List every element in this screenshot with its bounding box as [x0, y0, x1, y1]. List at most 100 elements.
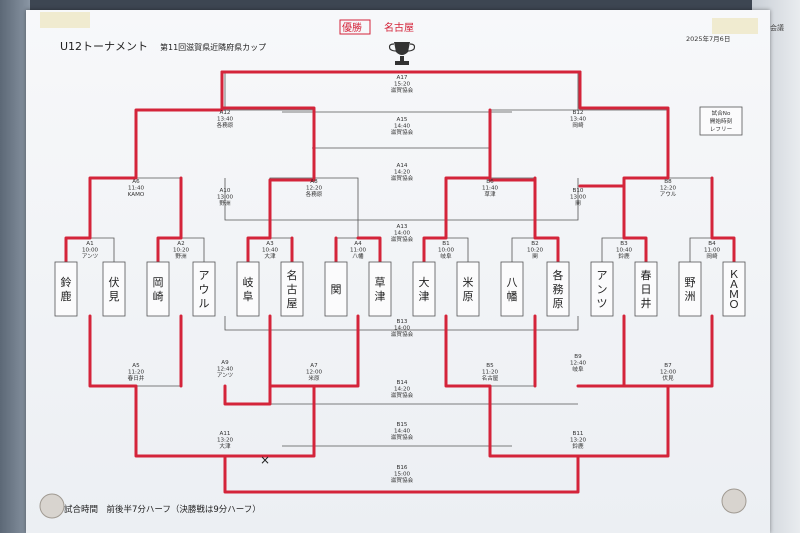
match-referee: 各務原	[217, 121, 234, 129]
team-name-char: ル	[199, 297, 210, 310]
match-number: B14	[397, 380, 408, 386]
match-start-time: 11:40	[128, 186, 145, 192]
team-name-char: 八	[507, 276, 518, 289]
match-start-time: 15:20	[394, 82, 411, 88]
match-start-time: 14:00	[394, 326, 411, 332]
team-box: 草津	[368, 261, 392, 317]
team-name-char: ツ	[597, 297, 608, 310]
match-start-time: 11:20	[482, 370, 499, 376]
page-subtitle: 第11回滋賀県近隣府県カップ	[160, 42, 266, 52]
tape-right	[712, 18, 758, 34]
match-referee: 岐阜	[440, 252, 452, 260]
match-number: A14	[397, 163, 408, 169]
legend-referee: レフリー	[710, 126, 733, 133]
match-number: A2	[177, 241, 184, 247]
match-start-time: 12:40	[570, 361, 587, 367]
match-number: B4	[708, 241, 716, 247]
match-number: B7	[664, 363, 672, 369]
team-name-char: 岡	[153, 276, 164, 289]
team-name-char: 井	[641, 296, 652, 310]
match-start-time: 14:40	[394, 429, 411, 435]
team-name-char: 崎	[153, 289, 164, 303]
team-name-char: 屋	[287, 297, 298, 310]
match-referee: 各務原	[306, 190, 323, 198]
match-number: A13	[397, 224, 408, 230]
match-referee: アウル	[660, 190, 677, 198]
team-box: 春日井	[634, 261, 658, 317]
match-number: B15	[397, 422, 408, 428]
team-name-char: Ｋ	[729, 268, 740, 281]
match-referee: 滋賀協会	[391, 174, 414, 182]
match-referee: 八幡	[352, 252, 364, 260]
magnet-left	[39, 493, 65, 519]
team-name-char: 鈴	[61, 275, 72, 289]
match-referee: 野洲	[219, 199, 231, 207]
team-box: 米原	[456, 261, 480, 317]
footer-note: 試合時間 前後半7分ハーフ（決勝戦は9分ハーフ）	[64, 504, 261, 515]
team-name-char: Ａ	[729, 278, 740, 291]
team-name-char: ン	[597, 283, 608, 296]
match-number: A4	[354, 241, 362, 247]
magnet-right	[721, 488, 747, 514]
trophy-icon	[388, 42, 416, 65]
cross-mark-icon: ×	[260, 453, 270, 467]
team-name-char: 幡	[507, 289, 518, 303]
match-start-time: 15:00	[394, 472, 411, 478]
match-start-time: 10:00	[82, 248, 99, 254]
match-number: B10	[573, 188, 584, 194]
team-name-char: 原	[553, 297, 564, 310]
team-name-char: ア	[199, 269, 210, 282]
match-referee: 鈴鹿	[618, 252, 630, 260]
match-referee: 滋賀協会	[391, 476, 414, 484]
team-name-char: 日	[641, 283, 652, 296]
match-start-time: 10:20	[527, 248, 544, 254]
legend-start-time: 開始時刻	[710, 117, 733, 125]
match-referee: 滋賀協会	[391, 235, 414, 243]
match-start-time: 12:00	[660, 370, 677, 376]
date-label: 2025年7月6日	[686, 34, 730, 43]
match-number: B3	[620, 241, 628, 247]
match-number: B11	[573, 431, 584, 437]
match-number: A5	[132, 363, 140, 369]
team-name-char: 岐	[243, 276, 254, 289]
match-start-time: 10:40	[262, 248, 279, 254]
match-referee: 野洲	[175, 252, 187, 260]
match-start-time: 13:20	[217, 438, 234, 444]
match-number: B8	[664, 179, 672, 185]
match-number: A12	[220, 110, 231, 116]
match-number: B16	[397, 465, 408, 471]
team-name-char: 名	[287, 268, 298, 282]
match-referee: 岐阜	[572, 365, 584, 373]
match-number: A8	[310, 179, 318, 185]
team-name-char: 津	[375, 290, 386, 303]
match-start-time: 14:20	[394, 170, 411, 176]
match-start-time: 13:00	[570, 195, 587, 201]
match-labels: A110:00アンツA210:20野洲A310:40大津A411:00八幡B11…	[82, 75, 721, 484]
match-number: A11	[220, 431, 231, 437]
team-box: 伏見	[102, 261, 126, 317]
match-referee: 米原	[308, 374, 320, 382]
match-number: A3	[266, 241, 274, 247]
match-number: B6	[486, 179, 494, 185]
team-box: 野洲	[678, 261, 702, 317]
team-name-char: ウ	[199, 283, 210, 296]
match-referee: 滋賀協会	[391, 433, 414, 441]
